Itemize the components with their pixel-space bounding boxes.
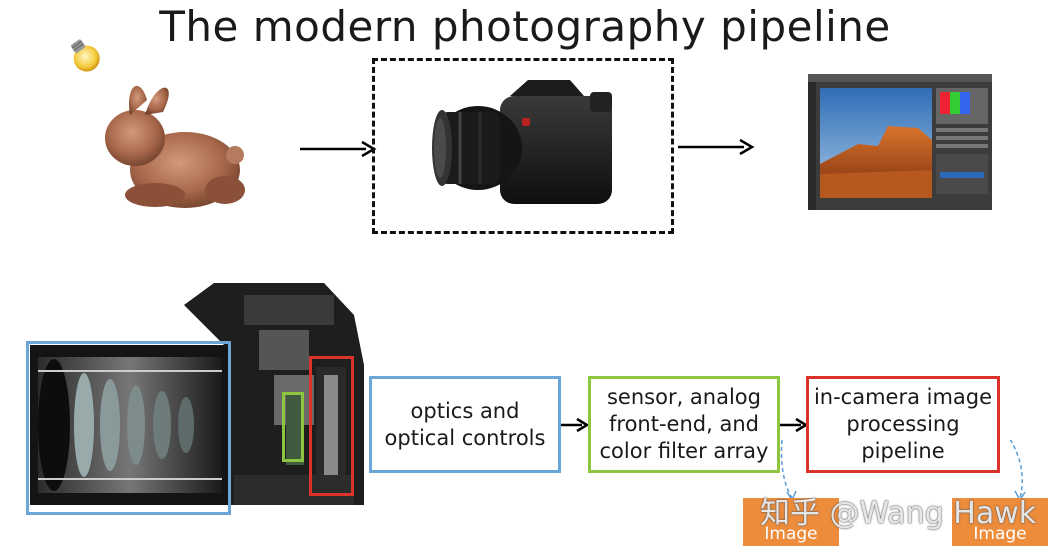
isp-label-line-2: processing	[846, 412, 960, 436]
optics-box: optics and optical controls	[369, 376, 561, 473]
isp-label-line-1: in-camera image	[813, 385, 993, 409]
page-title: The modern photography pipeline	[159, 2, 891, 51]
photo-editor-screenshot	[808, 74, 992, 210]
output-label: Image	[764, 524, 818, 544]
camera-dashed-frame	[372, 58, 674, 234]
sensor-highlight-frame	[282, 392, 304, 462]
raw-image-output: Image	[743, 498, 839, 546]
arrow-right-icon	[561, 417, 590, 433]
optics-highlight-frame	[26, 341, 231, 515]
camera-icon	[432, 80, 612, 204]
bunny-model	[105, 85, 245, 208]
arrow-right-icon	[780, 417, 809, 433]
arrow-right-icon	[300, 140, 377, 158]
sensor-label-line-1: sensor, analog	[606, 385, 761, 409]
arrow-right-icon	[678, 138, 755, 156]
isp-box: in-camera image processing pipeline	[806, 376, 1000, 473]
final-image-output: Image	[952, 498, 1048, 546]
optics-label-line-1: optics and	[410, 398, 520, 423]
sensor-box: sensor, analog front-end, and color filt…	[588, 376, 780, 473]
watermark-text: 知乎 @Wang Hawk	[760, 496, 1037, 531]
optics-label-line-2: optical controls	[384, 425, 546, 450]
isp-highlight-frame	[309, 356, 354, 496]
isp-label-line-3: pipeline	[861, 439, 945, 463]
lightbulb-icon	[71, 39, 100, 72]
output-label: Image	[973, 524, 1027, 544]
sensor-label-line-3: color filter array	[599, 439, 769, 463]
sensor-label-line-2: front-end, and	[609, 412, 759, 436]
